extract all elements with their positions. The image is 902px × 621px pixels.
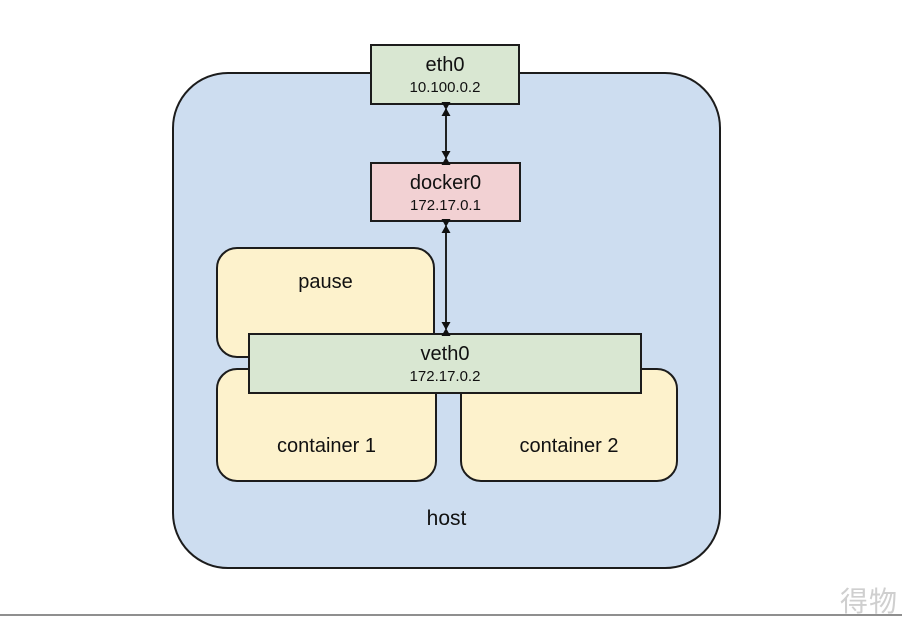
container-1-label: container 1 <box>277 435 376 457</box>
bottom-divider-line <box>0 614 902 616</box>
node-docker0: docker0 172.17.0.1 <box>370 162 521 222</box>
container-2-label: container 2 <box>519 435 619 457</box>
pause-label: pause <box>298 271 353 293</box>
veth0-ip: 172.17.0.2 <box>409 368 481 385</box>
eth0-label: eth0 <box>425 54 465 76</box>
eth0-ip: 10.100.0.2 <box>409 79 481 96</box>
host-label: host <box>426 507 467 530</box>
docker0-label: docker0 <box>409 171 482 194</box>
veth0-label: veth0 <box>420 343 470 365</box>
watermark-text: 得物 <box>839 586 898 617</box>
node-veth0: veth0 172.17.0.2 <box>248 333 642 394</box>
docker0-ip: 172.17.0.1 <box>410 196 481 214</box>
node-eth0: eth0 10.100.0.2 <box>370 44 520 105</box>
